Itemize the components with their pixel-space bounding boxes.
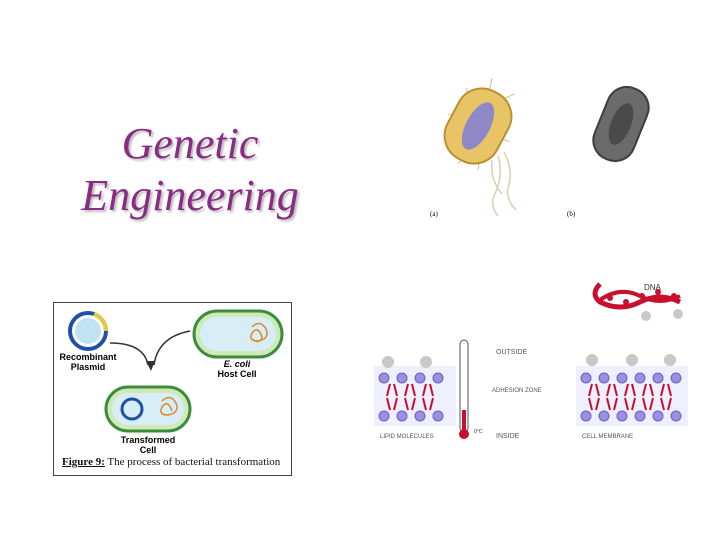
bacteria-images: (a) (b) — [430, 78, 650, 218]
caption-prefix: Figure 9: — [62, 456, 105, 468]
membrane-label: CELL MEMBRANE — [582, 434, 633, 440]
thermometer — [459, 339, 469, 439]
dna-label: DNA — [644, 283, 662, 292]
label-b: (b) — [567, 210, 576, 218]
lipid-label: LIPID MOLECULES — [380, 434, 434, 440]
arrow-right — [153, 330, 191, 366]
dna-strand — [592, 282, 683, 321]
label-a: (a) — [430, 210, 438, 218]
title-line-2: Engineering — [81, 171, 299, 220]
host-cell — [192, 309, 284, 359]
title-line-1: Genetic — [121, 119, 259, 168]
inside-label: INSIDE — [496, 433, 520, 440]
temp-label: 0°C — [474, 429, 483, 435]
membrane-diagram: DNA 0°C OUTSIDE ADHESION ZONE INSIDE LIP… — [374, 282, 688, 440]
slide-title: Genetic Engineering — [60, 118, 320, 222]
caption-text: The process of bacterial transformation — [104, 456, 281, 468]
figure-caption: Figure 9: The process of bacterial trans… — [62, 456, 280, 468]
bacterium-micrograph — [592, 85, 650, 163]
arrowhead — [146, 361, 155, 371]
outside-label: OUTSIDE — [496, 349, 527, 356]
bacterium-illustration — [443, 78, 517, 217]
recombinant-plasmid — [68, 311, 109, 351]
transformed-cell — [104, 385, 192, 433]
zone-label: ADHESION ZONE — [492, 388, 542, 394]
lipid-bilayer-right — [576, 354, 688, 426]
lipid-bilayer-left — [374, 356, 456, 426]
